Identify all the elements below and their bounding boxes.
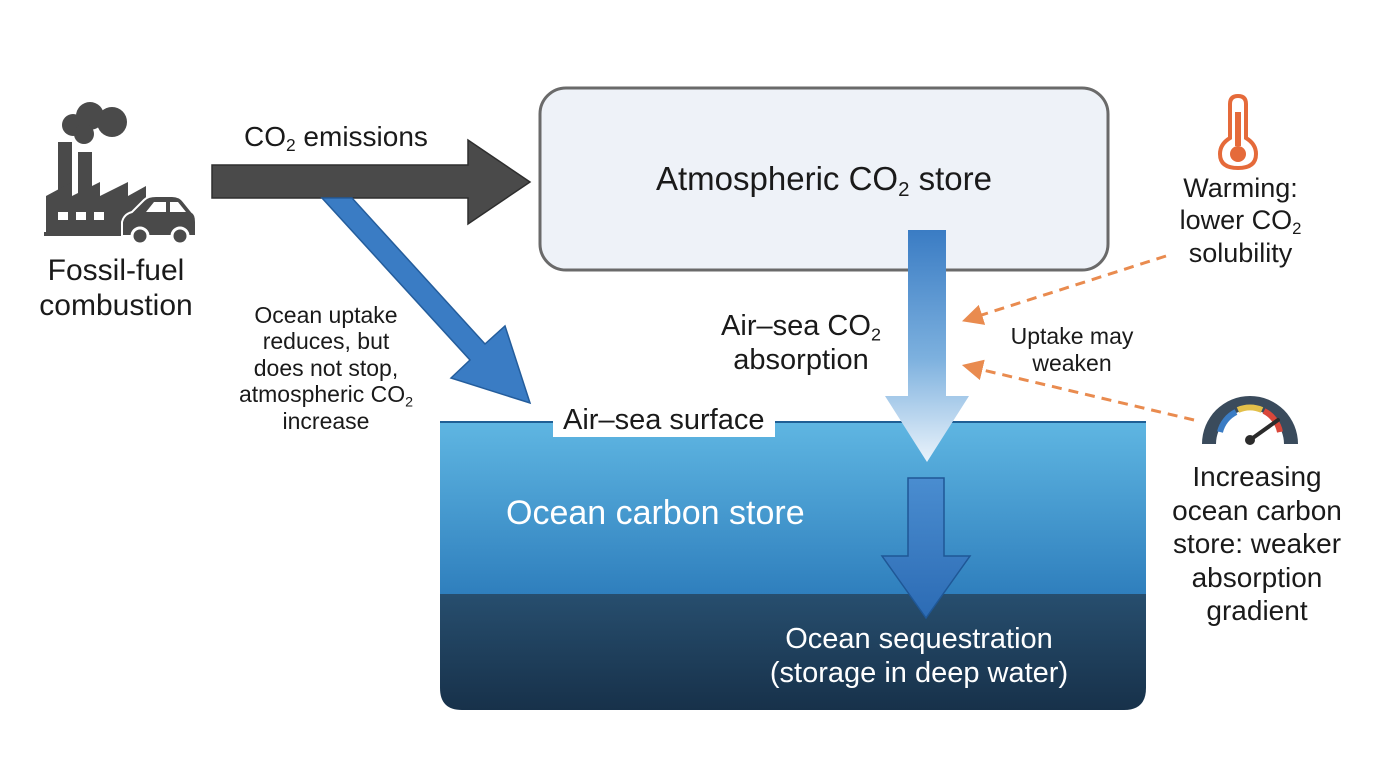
- car-icon: [121, 195, 197, 246]
- gauge-icon: [1202, 396, 1298, 445]
- atmospheric-store-label: Atmospheric CO2 store: [656, 160, 992, 202]
- emissions-arrow: [211, 138, 532, 226]
- air-sea-absorption-arrow: [885, 230, 969, 462]
- uptake-may-weaken-label: Uptake may weaken: [1010, 323, 1134, 376]
- warming-label: Warming: lower CO2 solubility: [1179, 173, 1302, 268]
- fossil-fuel-label: Fossil-fuel combustion: [39, 254, 193, 323]
- atmosphere-box: [538, 86, 1110, 272]
- ocean-deep-layer: [440, 594, 1146, 710]
- co2-emissions-label: CO2 emissions: [244, 121, 428, 156]
- increasing-store-label: Increasing ocean carbon store: weaker ab…: [1172, 461, 1342, 627]
- thermometer-icon: [1217, 93, 1259, 171]
- saturation-effect-arrow: [961, 359, 1195, 422]
- air-sea-absorption-label: Air–sea CO2 absorption: [721, 310, 881, 376]
- ocean-uptake-note: Ocean uptake reduces, but does not stop,…: [238, 302, 414, 434]
- ocean-body: [440, 421, 1146, 710]
- sequestration-arrow: [880, 477, 972, 620]
- ocean-carbon-store-label: Ocean carbon store: [506, 494, 805, 532]
- ocean-sequestration-label: Ocean sequestration (storage in deep wat…: [769, 623, 1069, 690]
- ocean-uptake-arrow: [320, 197, 532, 405]
- warming-effect-arrow: [961, 254, 1167, 325]
- ocean-upper-layer: [440, 422, 1146, 594]
- factory-icon: [44, 102, 148, 236]
- air-sea-surface-label: Air–sea surface: [553, 403, 775, 438]
